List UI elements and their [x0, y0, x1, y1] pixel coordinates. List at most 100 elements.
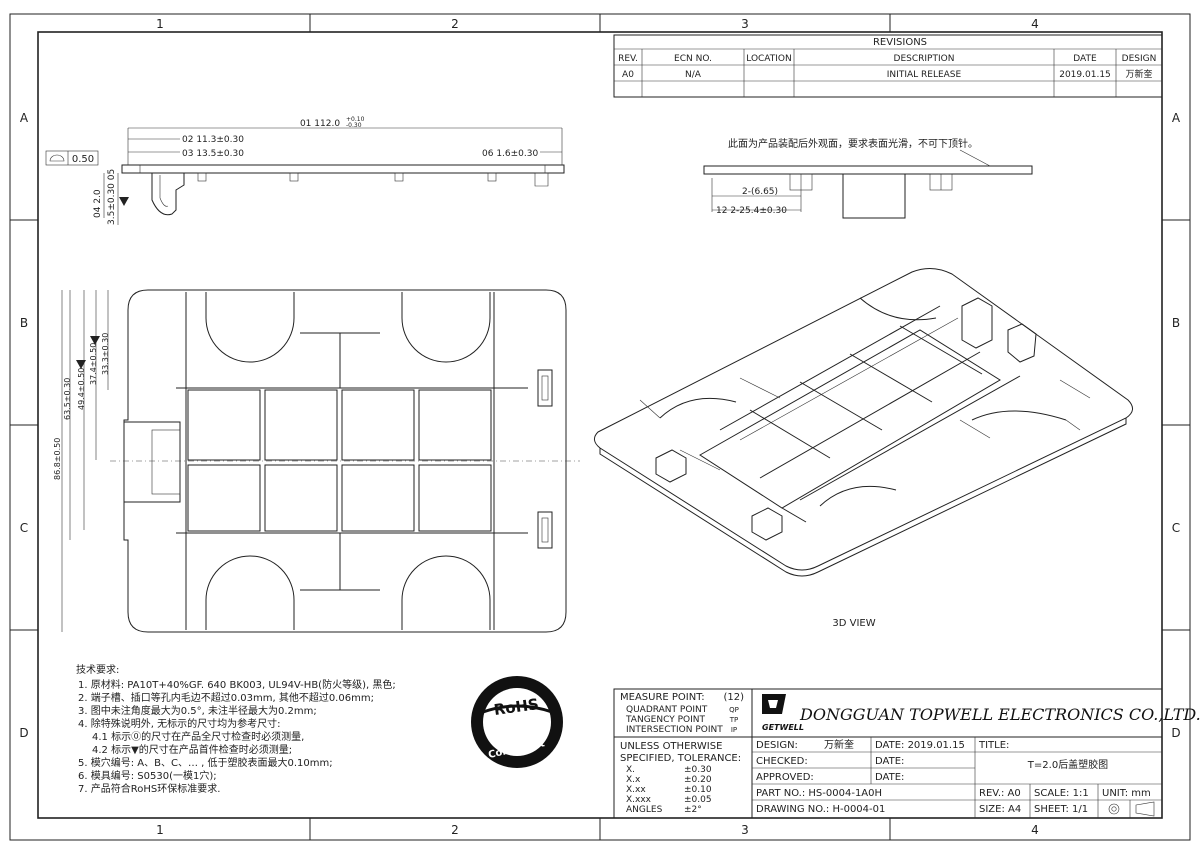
- rev-header-description: DESCRIPTION: [894, 54, 955, 64]
- row-label-c-left: C: [20, 521, 28, 535]
- plan-view: 86.8±0.50 63.5±0.30 49.4±0.50 37.4±0.50 …: [53, 289, 580, 633]
- rohs-badge: RoHS Compliant: [471, 676, 563, 768]
- dim-03-label: 03 13.5±0.30: [182, 149, 244, 159]
- tolerance-val-4: ±0.05: [684, 795, 712, 805]
- col-label-3-bottom: 3: [741, 823, 749, 837]
- dim-v4-label: 37.4±0.50: [89, 343, 98, 385]
- rev-value: REV.: A0: [979, 788, 1021, 799]
- company-logo-text: GETWELL: [762, 723, 804, 732]
- side-view: 0.50 01 112.0 +0.10 -0.30 02 11.3±0.30 0…: [45, 116, 565, 225]
- drawing-no: DRAWING NO.: H-0004-01: [756, 804, 885, 815]
- row-label-d-left: D: [19, 726, 28, 740]
- col-label-4-top: 4: [1031, 17, 1039, 31]
- dim-v3-label: 49.4±0.50: [77, 368, 86, 410]
- tech-item-1: 1. 原材料: PA10T+40%GF. 640 BK003, UL94V-HB…: [78, 678, 396, 691]
- grid-labels: 1 2 3 4 1 2 3 4 A B C D A B C D: [19, 17, 1181, 837]
- tolerance-title-2: SPECIFIED, TOLERANCE:: [620, 753, 741, 764]
- design-value: 万新奎: [824, 738, 854, 751]
- sheet-value: SHEET: 1/1: [1034, 804, 1088, 815]
- row-label-b-right: B: [1172, 316, 1180, 330]
- inspection-triangle-icon: [76, 360, 86, 369]
- tolerance-val-3: ±0.10: [684, 785, 712, 795]
- rev-cell-date: 2019.01.15: [1059, 70, 1111, 80]
- col-label-4-bottom: 4: [1031, 823, 1039, 837]
- rev-cell-ecn: N/A: [685, 70, 702, 80]
- rev-cell-design: 万新奎: [1125, 68, 1152, 80]
- section-view: 此面为产品装配后外观面，要求表面光滑，不可下顶针。 2-(6.65) 12 2-…: [703, 137, 1033, 219]
- dim-01-tol-lower: -0.30: [346, 122, 362, 129]
- row-label-a-right: A: [1172, 111, 1181, 125]
- dim-v1-label: 86.8±0.50: [53, 438, 62, 480]
- rev-cell-rev: A0: [622, 70, 634, 80]
- measure-title: MEASURE POINT:: [620, 692, 705, 703]
- tolerance-val-5: ±2°: [684, 805, 702, 815]
- tolerance-key-5: ANGLES: [626, 805, 663, 815]
- rev-header-design: DESIGN: [1122, 54, 1157, 64]
- dim-v2-label: 63.5±0.30: [63, 378, 72, 420]
- tech-item-5: 5. 模穴编号: A、B、C、… , 低于塑胶表面最大0.10mm;: [78, 756, 333, 769]
- tolerance-val-1: ±0.30: [684, 765, 712, 775]
- title-block: MEASURE POINT: (12) QUADRANT POINT QP TA…: [613, 688, 1200, 819]
- row-label-c-right: C: [1172, 521, 1180, 535]
- checked-date: DATE:: [875, 756, 904, 767]
- col-label-2-bottom: 2: [451, 823, 459, 837]
- revision-table: REVISIONS REV. ECN NO. LOCATION DESCRIPT…: [613, 34, 1163, 98]
- dim-01-label: 01 112.0: [300, 119, 340, 129]
- company-name: DONGGUAN TOPWELL ELECTRONICS CO.,LTD.: [799, 705, 1200, 724]
- measure-code-1: QP: [729, 706, 739, 714]
- tech-item-4: 4. 除特殊说明外, 无标示的尺寸均为参考尺寸:: [78, 717, 280, 730]
- view-label-3d: 3D VIEW: [832, 618, 875, 629]
- dim-01-tol-upper: +0.10: [346, 116, 365, 123]
- dim-02-label: 02 11.3±0.30: [182, 135, 244, 145]
- dim-04-label: 04 2.0: [93, 189, 103, 218]
- tech-item-6: 6. 模具编号: S0530(一模1穴);: [78, 769, 217, 782]
- title-label: TITLE:: [978, 740, 1009, 751]
- rev-header-date: DATE: [1073, 54, 1097, 64]
- technical-requirements: 技术要求: 1. 原材料: PA10T+40%GF. 640 BK003, UL…: [76, 663, 396, 795]
- dim-05-label: 3.5±0.30 05: [107, 169, 117, 225]
- col-label-2-top: 2: [451, 17, 459, 31]
- iso-grid: [639, 297, 1091, 523]
- row-label-a-left: A: [20, 111, 29, 125]
- tech-item-2: 2. 端子槽、插口等孔内毛边不超过0.03mm, 其他不超过0.06mm;: [78, 691, 374, 704]
- tolerance-key-1: X.: [626, 765, 635, 775]
- plan-grid: [176, 292, 528, 630]
- company-logo: GETWELL: [762, 694, 804, 732]
- inspection-triangle-icon: [90, 336, 100, 345]
- design-label: DESIGN:: [756, 740, 798, 751]
- dim-12b-label: 12 2-25.4±0.30: [716, 206, 787, 216]
- surface-note: 此面为产品装配后外观面，要求表面光滑，不可下顶针。: [728, 137, 978, 150]
- flatness-value: 0.50: [72, 154, 94, 165]
- part-no: PART NO.: HS-0004-1A0H: [756, 788, 882, 799]
- rev-cell-description: INITIAL RELEASE: [887, 70, 962, 80]
- tolerance-key-3: X.xx: [626, 785, 646, 795]
- tech-item-4-2: 4.2 标示▼的尺寸在产品首件检查时必须测量;: [92, 743, 292, 756]
- tech-item-3: 3. 图中未注角度最大为0.5°, 未注半径最大为0.2mm;: [78, 704, 317, 717]
- measure-code-3: IP: [731, 726, 737, 734]
- col-label-1-top: 1: [156, 17, 164, 31]
- sheet-frame: [9, 13, 1191, 841]
- dim-v5-label: 33.3±0.30: [101, 333, 110, 375]
- row-label-d-right: D: [1171, 726, 1180, 740]
- title-value: T=2.0后盖塑胶图: [1027, 758, 1108, 771]
- measure-row-1: QUADRANT POINT: [626, 705, 708, 715]
- measure-row-3: INTERSECTION POINT: [626, 725, 723, 735]
- unit-value: UNIT: mm: [1102, 788, 1151, 799]
- projection-symbol-icon: [1108, 801, 1155, 817]
- dim-12a-label: 2-(6.65): [742, 187, 778, 197]
- measure-row-2: TANGENCY POINT: [625, 715, 705, 725]
- design-date: DATE: 2019.01.15: [875, 740, 965, 751]
- size-value: SIZE: A4: [979, 804, 1021, 815]
- rev-header-location: LOCATION: [746, 54, 792, 64]
- row-label-b-left: B: [20, 316, 28, 330]
- col-label-3-top: 3: [741, 17, 749, 31]
- tech-title: 技术要求:: [76, 663, 119, 676]
- checked-label: CHECKED:: [756, 756, 808, 767]
- tolerance-key-2: X.x: [626, 775, 641, 785]
- inspection-triangle-icon: [119, 197, 129, 206]
- rev-header-rev: REV.: [618, 54, 638, 64]
- measure-count: (12): [723, 692, 744, 703]
- col-label-1-bottom: 1: [156, 823, 164, 837]
- iso-view: 3D VIEW: [594, 268, 1133, 629]
